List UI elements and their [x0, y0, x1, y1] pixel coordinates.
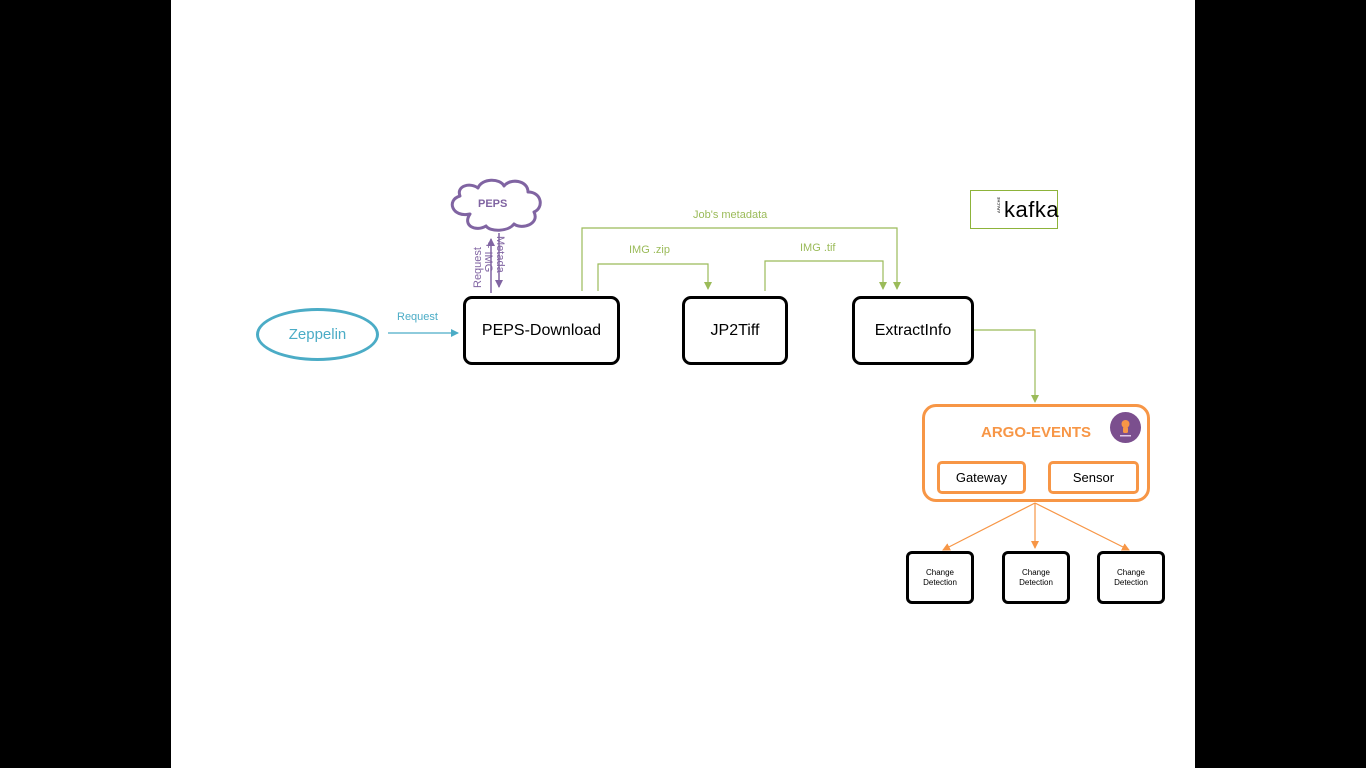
sensor-node[interactable]: Sensor — [1048, 461, 1139, 494]
sensor-label: Sensor — [1072, 470, 1115, 485]
edge-img-tif — [764, 260, 887, 291]
change-detection-3-line2: Detection — [1114, 577, 1148, 587]
edge-img-zip — [597, 263, 712, 291]
change-detection-node-1[interactable]: Change Detection — [906, 551, 974, 604]
change-detection-node-2[interactable]: Change Detection — [1002, 551, 1070, 604]
argo-events-title: ARGO-EVENTS — [980, 424, 1091, 441]
zeppelin-request-label: Request — [397, 311, 438, 323]
edge-argo-cd-1 — [942, 502, 1036, 551]
gateway-node[interactable]: Gateway — [937, 461, 1026, 494]
argo-events-node[interactable]: ARGO-EVENTS Gateway Sensor — [922, 404, 1150, 502]
diagram-canvas — [171, 0, 1195, 768]
peps-download-node[interactable]: PEPS-Download — [463, 296, 620, 365]
change-detection-2-line2: Detection — [1019, 577, 1053, 587]
extract-info-label: ExtractInfo — [874, 321, 952, 339]
jobs-metadata-label: Job's metadata — [693, 209, 768, 221]
peps-download-label: PEPS-Download — [481, 321, 602, 339]
peps-cloud-shape — [450, 178, 542, 232]
extract-info-node[interactable]: ExtractInfo — [852, 296, 974, 365]
edge-jobs-metadata — [581, 227, 901, 291]
jp2tiff-label: JP2Tiff — [710, 321, 760, 339]
argo-octopus-icon — [1110, 412, 1141, 443]
change-detection-2-line1: Change — [1021, 567, 1050, 577]
peps-metadata-label: Metada + IMG — [482, 236, 506, 273]
img-tif-label: IMG .tif — [800, 242, 836, 254]
change-detection-node-3[interactable]: Change Detection — [1097, 551, 1165, 604]
change-detection-1-line1: Change — [925, 567, 954, 577]
peps-metadata-line2: + IMG — [482, 242, 494, 273]
change-detection-3-line1: Change — [1116, 567, 1145, 577]
jp2tiff-node[interactable]: JP2Tiff — [682, 296, 788, 365]
zeppelin-node[interactable]: Zeppelin — [256, 308, 379, 361]
kafka-word: kafka — [1004, 197, 1060, 222]
img-zip-label: IMG .zip — [629, 244, 670, 256]
peps-cloud-label: PEPS — [478, 198, 508, 210]
peps-metadata-line1: Metada — [494, 236, 506, 273]
edge-argo-cd-3 — [1034, 502, 1130, 551]
zeppelin-label: Zeppelin — [288, 326, 347, 343]
gateway-label: Gateway — [955, 470, 1008, 485]
edge-extract-to-argo — [973, 329, 1039, 403]
change-detection-1-line2: Detection — [923, 577, 957, 587]
kafka-logo: APACHE kafka — [970, 190, 1060, 229]
kafka-apache-text: APACHE — [996, 196, 1001, 213]
